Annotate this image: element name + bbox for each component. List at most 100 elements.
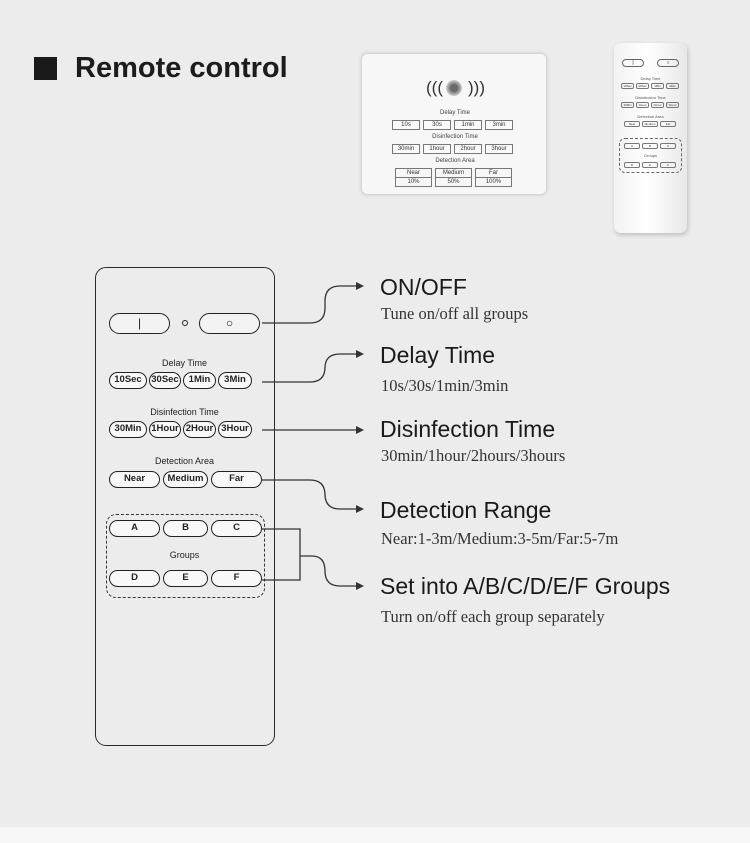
connector-delay bbox=[262, 353, 358, 383]
panel-delay-button[interactable]: 30s bbox=[423, 120, 451, 130]
arrowhead-groups bbox=[356, 582, 364, 590]
callout-desc-disinfection: 30min/1hour/2hours/3hours bbox=[381, 446, 566, 465]
signal-wave-left-icon: ((( bbox=[426, 78, 443, 97]
panel-delay-button[interactable]: 10s bbox=[392, 120, 420, 130]
panel-detection-label: Detection Area bbox=[435, 158, 475, 164]
panel-disinfection-label: Disinfection Time bbox=[432, 134, 478, 140]
mini-disinfection-row: 30Min 1Hour 2Hour 3Hour bbox=[621, 102, 679, 108]
detection-button-far[interactable]: Far bbox=[211, 471, 262, 488]
disinfection-button-30min[interactable]: 30Min bbox=[109, 421, 147, 438]
mini-disinfection-button[interactable]: 1Hour bbox=[636, 102, 649, 108]
panel-detection-cell[interactable]: Medium 50% bbox=[435, 168, 472, 187]
group-button-a[interactable]: A bbox=[109, 520, 160, 537]
panel-delay-button[interactable]: 1min bbox=[454, 120, 482, 130]
mini-detection-button[interactable]: Medium bbox=[642, 121, 658, 127]
mini-detection-button[interactable]: Far bbox=[660, 121, 676, 127]
mini-group-box bbox=[619, 138, 682, 173]
delay-button-30sec[interactable]: 30Sec bbox=[149, 372, 181, 389]
mini-group-row-2: D E F bbox=[624, 162, 676, 168]
delay-button-3min[interactable]: 3Min bbox=[218, 372, 252, 389]
connector-groups bbox=[262, 528, 358, 587]
callout-desc-delay: 10s/30s/1min/3min bbox=[381, 376, 509, 395]
mini-remote-photo: | ○ Delay Time 10Sec 30Sec 1Min 3Min Dis… bbox=[614, 43, 687, 233]
disinfection-button-1hour[interactable]: 1Hour bbox=[149, 421, 181, 438]
mini-group-button[interactable]: A bbox=[624, 143, 640, 149]
group-button-b[interactable]: B bbox=[163, 520, 208, 537]
mini-on-button[interactable]: | bbox=[622, 59, 644, 67]
mini-group-button[interactable]: F bbox=[660, 162, 676, 168]
heading-square-icon bbox=[34, 57, 57, 80]
connector-detection bbox=[262, 479, 358, 510]
detection-button-medium[interactable]: Medium bbox=[163, 471, 208, 488]
mini-off-button[interactable]: ○ bbox=[657, 59, 679, 67]
panel-disinfection-button[interactable]: 3hour bbox=[485, 144, 513, 154]
mini-delay-button[interactable]: 3Min bbox=[666, 83, 679, 89]
signal-wave-right-icon: ))) bbox=[468, 78, 485, 97]
panel-delay-label: Delay Time bbox=[439, 110, 470, 116]
panel-disinfection-button[interactable]: 1hour bbox=[423, 144, 451, 154]
panel-delay-button[interactable]: 3min bbox=[485, 120, 513, 130]
mini-group-button[interactable]: E bbox=[642, 162, 658, 168]
groups-box bbox=[106, 514, 265, 598]
disinfection-button-3hour[interactable]: 3Hour bbox=[218, 421, 252, 438]
panel-detection-row: Near 10% Medium 50% Far 100% bbox=[395, 168, 512, 187]
mini-group-button[interactable]: C bbox=[660, 143, 676, 149]
group-button-f[interactable]: F bbox=[211, 570, 262, 587]
detection-area-label: Detection Area bbox=[154, 456, 215, 466]
callout-desc-detection: Near:1-3m/Medium:3-5m/Far:5-7m bbox=[381, 529, 619, 548]
delay-button-1min[interactable]: 1Min bbox=[183, 372, 216, 389]
mini-delay-button[interactable]: 30Sec bbox=[636, 83, 649, 89]
mini-delay-button[interactable]: 1Min bbox=[651, 83, 664, 89]
panel-detection-cell[interactable]: Near 10% bbox=[395, 168, 432, 187]
arrowhead-detection bbox=[356, 505, 364, 513]
mini-disinfection-button[interactable]: 2Hour bbox=[651, 102, 664, 108]
arrowhead-onoff bbox=[356, 282, 364, 290]
off-button[interactable]: ○ bbox=[199, 313, 260, 334]
detection-name: Medium bbox=[442, 170, 465, 176]
groups-row-2: D E F bbox=[109, 570, 262, 587]
panel-disinfection-button[interactable]: 2hour bbox=[454, 144, 482, 154]
mini-disinfection-button[interactable]: 30Min bbox=[621, 102, 634, 108]
disinfection-button-2hour[interactable]: 2Hour bbox=[183, 421, 216, 438]
detection-value: 10% bbox=[396, 177, 431, 186]
callout-title-detection: Detection Range bbox=[380, 497, 552, 523]
panel-detection-cell[interactable]: Far 100% bbox=[475, 168, 512, 187]
group-button-c[interactable]: C bbox=[211, 520, 262, 537]
mini-group-button[interactable]: D bbox=[624, 162, 640, 168]
detection-name: Near bbox=[406, 170, 420, 176]
mini-delay-row: 10Sec 30Sec 1Min 3Min bbox=[621, 83, 679, 89]
sensor-icon bbox=[446, 80, 462, 96]
group-button-d[interactable]: D bbox=[109, 570, 160, 587]
callout-title-disinfection: Disinfection Time bbox=[380, 416, 556, 442]
delay-button-10sec[interactable]: 10Sec bbox=[109, 372, 147, 389]
callout-desc-groups: Turn on/off each group separately bbox=[381, 607, 605, 626]
mini-group-button[interactable]: B bbox=[642, 143, 658, 149]
mini-detection-label: Detection Area bbox=[637, 114, 664, 119]
callout-title-delay: Delay Time bbox=[380, 342, 496, 368]
disinfection-time-label: Disinfection Time bbox=[150, 407, 219, 417]
detection-value: 100% bbox=[476, 177, 511, 186]
page-title: Remote control bbox=[75, 52, 288, 84]
callout-title-groups: Set into A/B/C/D/E/F Groups bbox=[380, 573, 671, 599]
groups-label: Groups bbox=[169, 550, 200, 560]
mini-disinfection-label: Disinfection Time bbox=[635, 95, 666, 100]
mini-detection-button[interactable]: Near bbox=[624, 121, 640, 127]
remote-diagram: | ○ Delay Time 10Sec 30Sec 1Min 3Min Dis… bbox=[95, 267, 275, 746]
group-button-e[interactable]: E bbox=[163, 570, 208, 587]
arrowhead-disinfection bbox=[356, 426, 364, 434]
detection-button-near[interactable]: Near bbox=[109, 471, 160, 488]
mini-groups-label: Groups bbox=[643, 153, 658, 158]
mini-disinfection-button[interactable]: 3Hour bbox=[666, 102, 679, 108]
mini-group-row-1: A B C bbox=[624, 143, 676, 149]
mini-delay-button[interactable]: 10Sec bbox=[621, 83, 634, 89]
on-button[interactable]: | bbox=[109, 313, 170, 334]
delay-time-label: Delay Time bbox=[161, 358, 207, 368]
indicator-led-icon bbox=[182, 320, 188, 326]
arrowhead-delay bbox=[356, 350, 364, 358]
callout-title-onoff: ON/OFF bbox=[380, 274, 467, 300]
panel-delay-row: 10s 30s 1min 3min bbox=[392, 120, 513, 130]
panel-disinfection-button[interactable]: 30min bbox=[392, 144, 420, 154]
panel-disinfection-row: 30min 1hour 2hour 3hour bbox=[392, 144, 513, 154]
disinfection-time-row: 30Min 1Hour 2Hour 3Hour bbox=[109, 421, 252, 438]
